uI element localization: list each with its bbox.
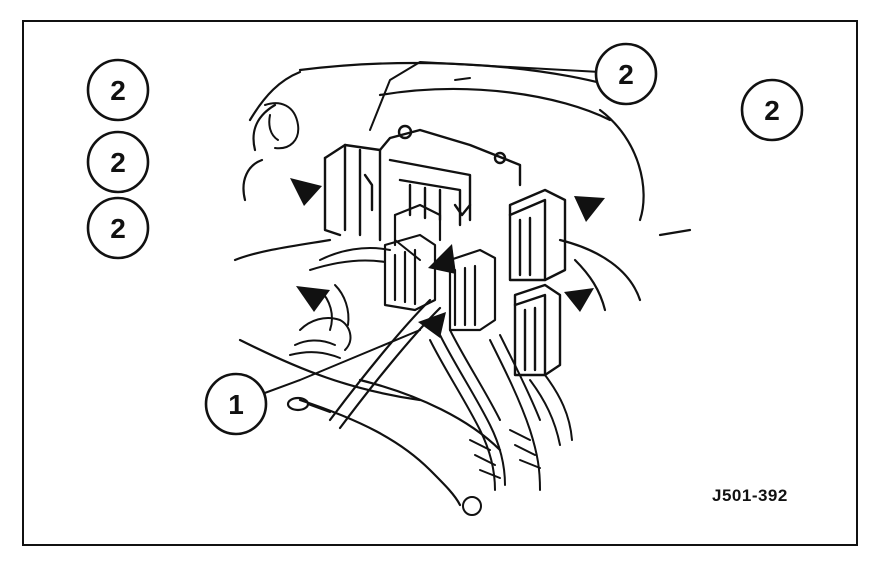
callout-c5: 2 — [86, 196, 150, 260]
arrow-center-lower — [418, 312, 446, 338]
arrow-right-upper — [574, 196, 605, 222]
leader-lines — [261, 61, 601, 395]
svg-text:2: 2 — [618, 59, 634, 90]
arrow-left-lower — [296, 286, 330, 312]
callout-c4: 2 — [86, 130, 150, 194]
svg-text:2: 2 — [110, 75, 126, 106]
connector-stack-right — [508, 188, 567, 377]
diagram-frame — [22, 20, 858, 546]
arrow-center-upper — [428, 244, 456, 274]
connector-block-top — [323, 124, 522, 242]
wire-harness — [289, 247, 573, 491]
callout-c2: 2 — [594, 42, 658, 106]
callout-c6: 1 — [204, 372, 268, 436]
callout-c1: 2 — [86, 58, 150, 122]
svg-text:2: 2 — [110, 147, 126, 178]
probe-tool — [286, 298, 442, 430]
svg-text:2: 2 — [110, 213, 126, 244]
callout-c3: 2 — [740, 78, 804, 142]
background-contours — [233, 62, 692, 507]
bottom-ring — [462, 496, 482, 516]
arrow-right-lower — [564, 288, 594, 312]
figure-code: J501-392 — [712, 486, 788, 505]
connector-middle — [383, 203, 497, 332]
arrow-left-upper — [290, 178, 322, 206]
svg-text:2: 2 — [764, 95, 780, 126]
svg-text:1: 1 — [228, 389, 244, 420]
